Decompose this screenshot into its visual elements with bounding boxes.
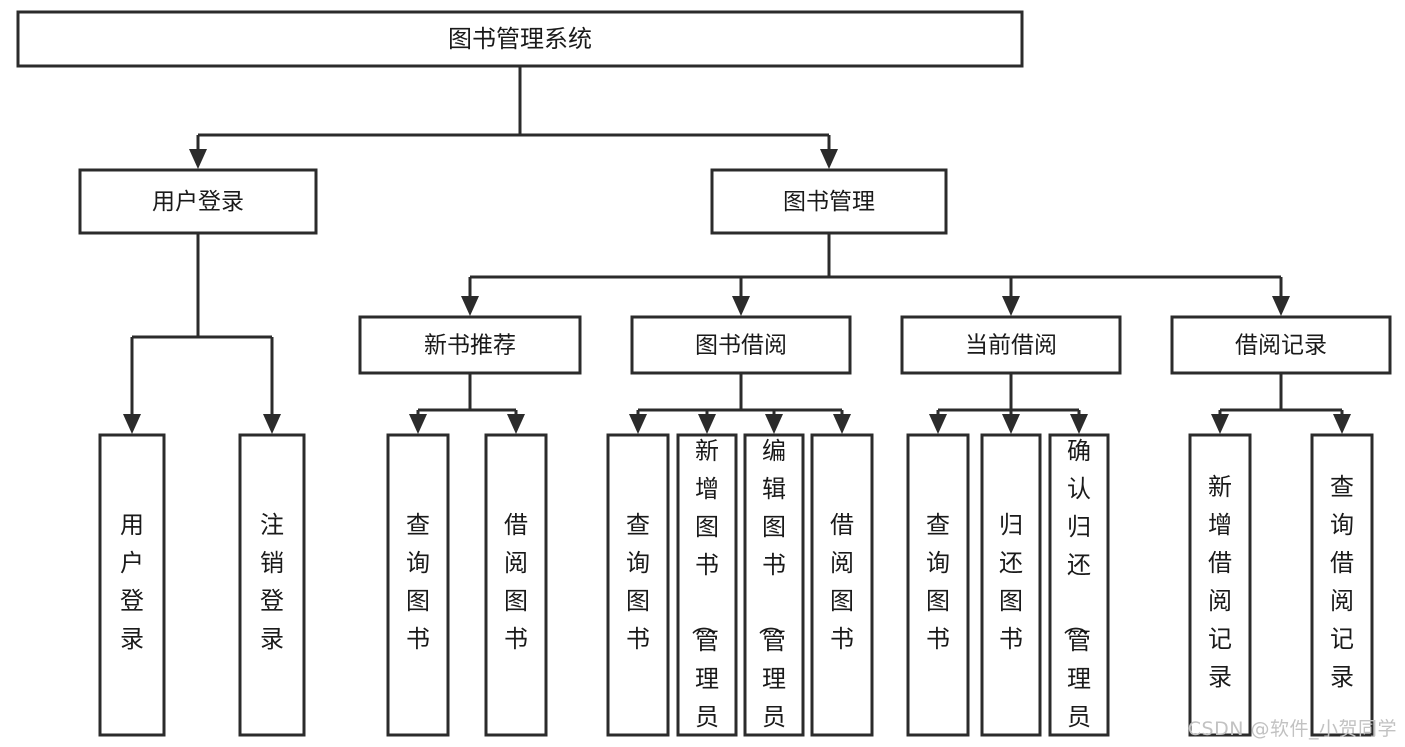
node-label-vertical: 查询借阅记录 bbox=[1330, 473, 1354, 691]
arrow-head-icon bbox=[929, 414, 947, 434]
arrow-head-icon bbox=[1211, 414, 1229, 434]
node-leaf-return-book[interactable] bbox=[980, 433, 1042, 737]
node-leaf-query-book-cur[interactable] bbox=[906, 433, 970, 737]
arrow-head-icon bbox=[1002, 414, 1020, 434]
node-leaf-edit-book[interactable] bbox=[743, 433, 805, 737]
node-label-vertical: 用户登录 bbox=[120, 511, 144, 653]
node-book-manage[interactable] bbox=[710, 168, 948, 235]
node-leaf-query-book-rec[interactable] bbox=[386, 433, 450, 737]
arrow-head-icon bbox=[820, 149, 838, 169]
arrow-head-icon bbox=[189, 149, 207, 169]
node-label: 图书管理 bbox=[783, 189, 875, 215]
node-label-vertical: 编辑图书（管理员） bbox=[756, 437, 786, 747]
node-label-vertical: 查询图书 bbox=[926, 511, 950, 653]
node-book-borrow[interactable] bbox=[630, 315, 852, 375]
node-label: 用户登录 bbox=[152, 189, 244, 215]
arrow-head-icon bbox=[833, 414, 851, 434]
arrow-head-icon bbox=[765, 414, 783, 434]
node-label: 图书管理系统 bbox=[448, 25, 592, 53]
node-label-vertical: 查询图书 bbox=[406, 511, 430, 653]
node-user-login[interactable] bbox=[78, 168, 318, 235]
arrow-head-icon bbox=[1333, 414, 1351, 434]
arrow-head-icon bbox=[629, 414, 647, 434]
node-label-vertical: 查询图书 bbox=[626, 511, 650, 653]
node-layer: 图书管理系统用户登录图书管理新书推荐图书借阅当前借阅借阅记录用户登录注销登录查询… bbox=[16, 10, 1392, 747]
node-label: 当前借阅 bbox=[965, 333, 1057, 359]
node-new-book-rec[interactable] bbox=[358, 315, 582, 375]
node-borrow-record[interactable] bbox=[1170, 315, 1392, 375]
node-current-borrow[interactable] bbox=[900, 315, 1122, 375]
node-leaf-query-record[interactable] bbox=[1310, 433, 1374, 737]
arrow-head-icon bbox=[1070, 414, 1088, 434]
arrow-head-icon bbox=[409, 414, 427, 434]
node-leaf-query-book-borrow[interactable] bbox=[606, 433, 670, 737]
node-label: 新书推荐 bbox=[424, 333, 516, 359]
connector-layer bbox=[123, 66, 1351, 434]
arrow-head-icon bbox=[732, 296, 750, 316]
arrow-head-icon bbox=[1272, 296, 1290, 316]
node-leaf-user-logout[interactable] bbox=[238, 433, 306, 737]
node-leaf-add-book[interactable] bbox=[676, 433, 738, 737]
node-leaf-borrow-book[interactable] bbox=[810, 433, 874, 737]
node-label-vertical: 借阅图书 bbox=[830, 511, 854, 653]
arrow-head-icon bbox=[698, 414, 716, 434]
arrow-head-icon bbox=[507, 414, 525, 434]
arrow-head-icon bbox=[263, 414, 281, 434]
arrow-head-icon bbox=[461, 296, 479, 316]
node-label-vertical: 确认归还（管理员） bbox=[1061, 437, 1091, 747]
node-label: 借阅记录 bbox=[1235, 333, 1327, 359]
arrow-head-icon bbox=[123, 414, 141, 434]
node-label-vertical: 注销登录 bbox=[260, 511, 284, 653]
node-leaf-confirm-return[interactable] bbox=[1048, 433, 1110, 737]
node-label-vertical: 新增借阅记录 bbox=[1208, 473, 1232, 691]
node-leaf-add-record[interactable] bbox=[1188, 433, 1252, 737]
node-leaf-borrow-book-rec[interactable] bbox=[484, 433, 548, 737]
node-leaf-user-login[interactable] bbox=[98, 433, 166, 737]
node-label-vertical: 归还图书 bbox=[999, 511, 1023, 653]
node-label: 图书借阅 bbox=[695, 333, 787, 359]
node-root-图书管理系统[interactable] bbox=[16, 10, 1024, 68]
node-label-vertical: 借阅图书 bbox=[504, 511, 528, 653]
node-label-vertical: 新增图书（管理员） bbox=[689, 437, 719, 747]
arrow-head-icon bbox=[1002, 296, 1020, 316]
